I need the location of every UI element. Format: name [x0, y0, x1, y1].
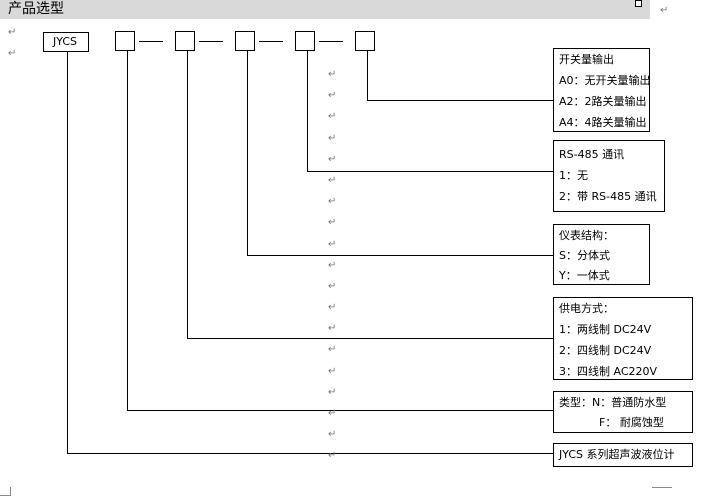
paragraph-mark: ↵	[328, 217, 337, 229]
option-item: Y：一体式	[559, 269, 610, 282]
option-title: RS-485 通讯	[559, 148, 625, 161]
connector-line	[187, 51, 188, 339]
option-item: F： 耐腐蚀型	[599, 416, 664, 429]
paragraph-mark: ↵	[8, 27, 17, 38]
connector-line	[67, 453, 553, 454]
paragraph-mark: ↵	[328, 196, 337, 208]
option-title: 仪表结构：	[559, 229, 614, 242]
section-heading: 产品选型	[0, 0, 650, 19]
paragraph-mark: ↵	[328, 238, 337, 250]
paragraph-mark: ↵	[8, 48, 17, 59]
option-slot-5	[355, 31, 375, 51]
paragraph-mark: ↵	[328, 302, 337, 314]
paragraph-mark: ↵	[328, 365, 337, 377]
paragraph-mark: ↵	[328, 153, 337, 165]
paragraph-mark: ↵	[328, 408, 337, 419]
comm-options: RS-485 通讯 1：无 2：带 RS-485 通讯	[553, 140, 665, 212]
series-name: JYCS 系列超声波液位计	[559, 448, 675, 461]
paragraph-mark: ↵	[660, 5, 669, 16]
option-title: 供电方式：	[559, 302, 614, 315]
connector-line	[187, 338, 553, 339]
option-item: 类型：N：普通防水型	[559, 396, 667, 409]
page-corner-mark	[652, 487, 672, 496]
option-slot-2	[175, 31, 195, 51]
power-options: 供电方式： 1：两线制 DC24V 2：四线制 DC24V 3：四线制 AC22…	[553, 297, 693, 380]
option-item: S：分体式	[559, 249, 610, 262]
model-code-box: JYCS	[43, 32, 89, 52]
option-item: A0：无开关量输出	[559, 74, 650, 87]
option-item: 2：带 RS-485 通讯	[559, 190, 657, 203]
paragraph-mark: ↵	[328, 90, 337, 102]
separator-dash	[259, 41, 283, 42]
paragraph-mark: ↵	[328, 386, 337, 398]
option-item: 2：四线制 DC24V	[559, 344, 652, 357]
connector-line	[67, 52, 68, 454]
connector-line	[367, 51, 368, 101]
option-item: A4：4路关量输出	[559, 116, 647, 129]
option-item: 1：无	[559, 169, 588, 182]
paragraph-mark: ↵	[328, 344, 337, 356]
paragraph-mark: ↵	[328, 174, 337, 186]
connector-line	[307, 171, 553, 172]
connector-line	[367, 100, 553, 101]
option-slot-3	[235, 31, 255, 51]
connector-line	[307, 51, 308, 172]
resize-handle[interactable]	[635, 0, 642, 7]
paragraph-mark: ↵	[328, 259, 337, 271]
connector-line	[247, 255, 553, 256]
series-box: JYCS 系列超声波液位计	[553, 443, 693, 467]
paragraph-mark: ↵	[328, 323, 337, 335]
option-slot-1	[115, 31, 135, 51]
model-code: JYCS	[53, 35, 78, 48]
paragraph-mark: ↵	[328, 69, 337, 80]
paragraph-mark: ↵	[328, 132, 337, 144]
option-slot-4	[295, 31, 315, 51]
option-item: A2：2路关量输出	[559, 95, 647, 108]
connector-line	[127, 51, 128, 411]
structure-options: 仪表结构： S：分体式 Y：一体式	[553, 224, 650, 285]
paragraph-mark: ↵	[328, 429, 337, 441]
option-item: 1：两线制 DC24V	[559, 323, 652, 336]
separator-dash	[139, 41, 163, 42]
switch-output-options: 开关量输出 A0：无开关量输出 A2：2路关量输出 A4：4路关量输出	[553, 48, 650, 132]
separator-dash	[199, 41, 223, 42]
connector-line	[127, 410, 553, 411]
separator-dash	[319, 41, 343, 42]
option-item: 3：四线制 AC220V	[559, 365, 658, 378]
option-title: 开关量输出	[559, 53, 614, 66]
paragraph-mark-column: ↵ ↵ ↵ ↵ ↵ ↵ ↵ ↵ ↵ ↵ ↵ ↵ ↵ ↵ ↵ ↵ ↵ ↵ ↵	[328, 69, 338, 473]
paragraph-mark: ↵	[328, 111, 337, 123]
paragraph-mark: ↵	[328, 450, 337, 462]
paragraph-mark: ↵	[328, 280, 337, 292]
connector-line	[247, 51, 248, 256]
type-options: 类型：N：普通防水型 F： 耐腐蚀型	[553, 391, 693, 433]
